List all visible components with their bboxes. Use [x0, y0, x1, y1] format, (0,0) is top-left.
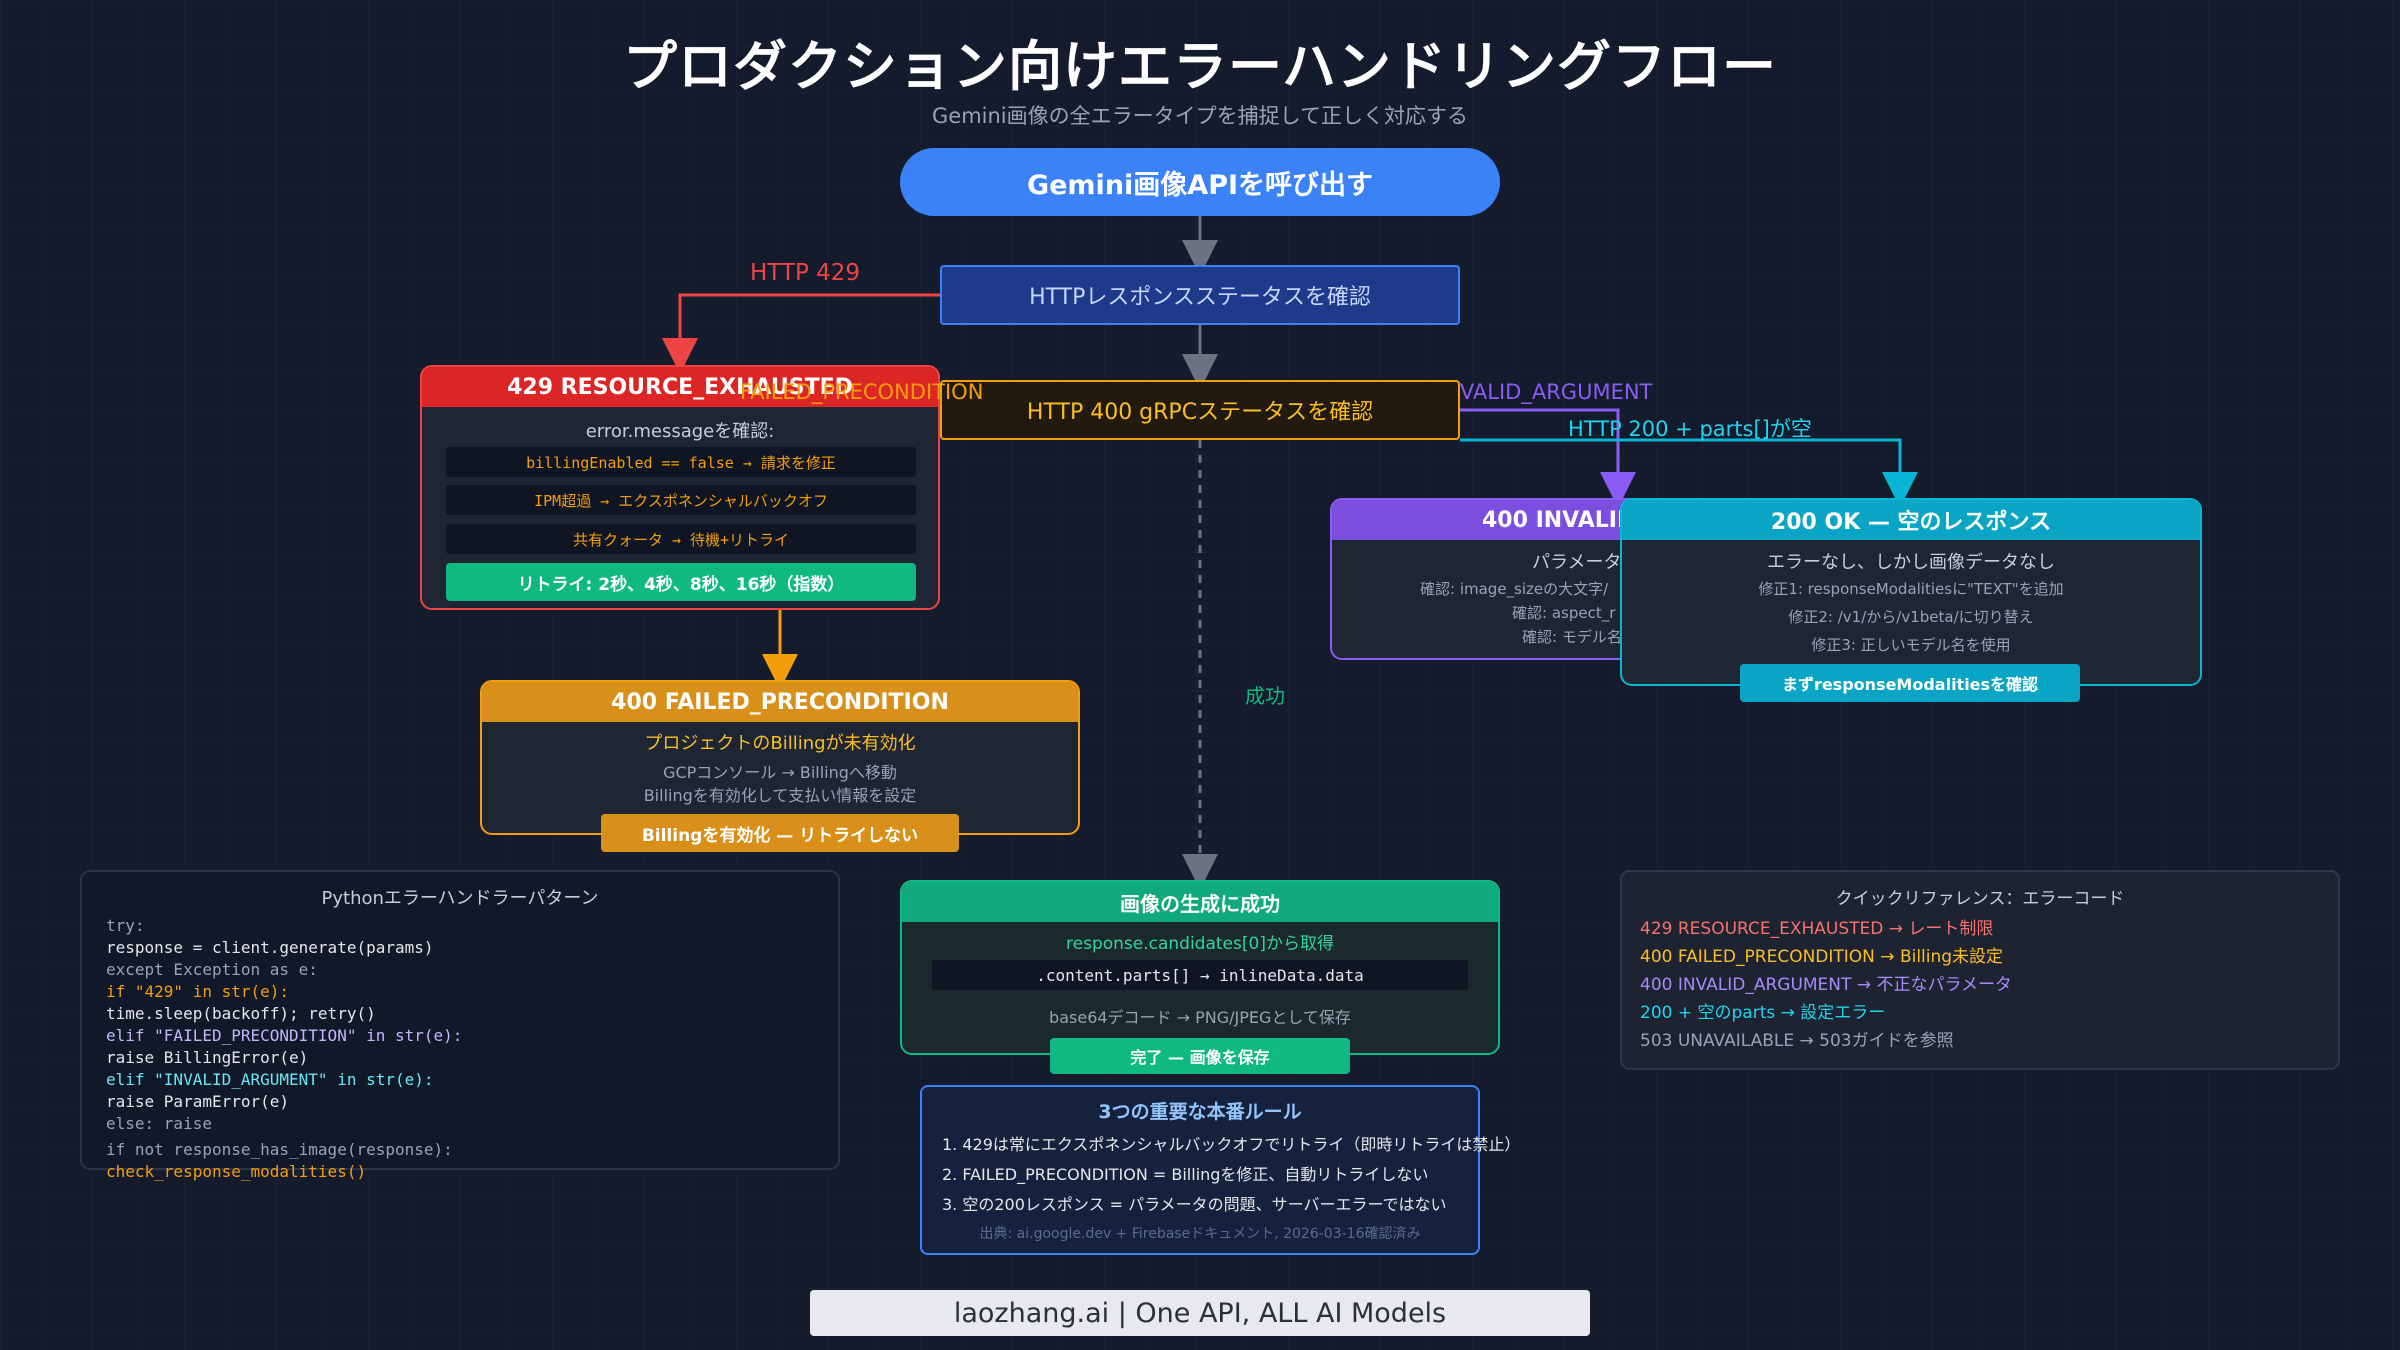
card-fp-title: 400 FAILED_PRECONDITION	[482, 682, 1078, 722]
code-line: else: raise	[106, 1114, 212, 1133]
card-fp-action: Billingを有効化 — リトライしない	[601, 814, 959, 852]
card-200-title: 200 OK — 空のレスポンス	[1622, 500, 2200, 540]
rule-item: 1. 429は常にエクスポネンシャルバックオフでリトライ（即時リトライは禁止）	[942, 1135, 1521, 1154]
page-subtitle: Gemini画像の全エラータイプを捕捉して正しく対応する	[932, 104, 1468, 128]
card-429-resource-exhausted: 429 RESOURCE_EXHAUSTED error.messageを確認:…	[420, 365, 940, 610]
arrow-http-429	[662, 293, 940, 374]
rules-source: 出典: ai.google.dev + Firebaseドキュメント, 2026…	[979, 1226, 1421, 1242]
python-panel-title: Pythonエラーハンドラーパターン	[321, 888, 599, 909]
code-line: elif "FAILED_PRECONDITION" in str(e):	[106, 1026, 463, 1045]
reference-title: クイックリファレンス：エラーコード	[1835, 889, 2125, 909]
label-http-200-empty: HTTP 200 + parts[]が空	[1568, 417, 1812, 441]
arrow-http-200-empty	[1460, 438, 1918, 508]
code-line: raise ParamError(e)	[106, 1092, 290, 1111]
reference-line: 400 FAILED_PRECONDITION → Billing未設定	[1640, 947, 2004, 967]
card-success-code: .content.parts[] → inlineData.data	[932, 960, 1468, 990]
card-fp-line2: GCPコンソール → Billingへ移動	[663, 763, 897, 782]
card-429-row-shared-quota: 共有クォータ → 待機+リトライ	[446, 524, 916, 554]
card-failed-precondition: 400 FAILED_PRECONDITION プロジェクトのBillingが未…	[480, 680, 1080, 835]
card-200-action: まずresponseModalitiesを確認	[1740, 664, 2080, 702]
card-success: 画像の生成に成功 response.candidates[0]から取得 .con…	[900, 880, 1500, 1055]
python-handler-panel: Pythonエラーハンドラーパターン try: response = clien…	[80, 870, 840, 1181]
card-invalid-line3: 確認: aspect_r	[1512, 604, 1616, 622]
code-line: if "429" in str(e):	[106, 982, 290, 1001]
reference-line: 503 UNAVAILABLE → 503ガイドを参照	[1640, 1031, 1954, 1051]
card-success-line2: base64デコード → PNG/JPEGとして保存	[1049, 1008, 1351, 1027]
card-429-retry-action: リトライ: 2秒、4秒、8秒、16秒（指数）	[446, 563, 916, 601]
card-429-intro: error.messageを確認:	[585, 421, 775, 442]
page-title: プロダクション向けエラーハンドリングフロー	[623, 35, 1777, 98]
card-fp-line1: プロジェクトのBillingが未有効化	[644, 733, 916, 754]
footer-banner: laozhang.ai | One API, ALL AI Models	[810, 1290, 1590, 1336]
code-line: response = client.generate(params)	[106, 938, 434, 957]
card-invalid-title: 400 INVALID	[1332, 500, 1648, 540]
card-200-fix2: 修正2: /v1/から/v1beta/に切り替え	[1788, 608, 2034, 626]
label-invalid-argument: INVALID_ARGUMENT	[1438, 380, 1653, 404]
card-200-line1: エラーなし、しかし画像データなし	[1767, 552, 2055, 573]
code-line: time.sleep(backoff); retry()	[106, 1004, 376, 1023]
label-success: 成功	[1245, 684, 1285, 708]
rule-item: 2. FAILED_PRECONDITION = Billingを修正、自動リト…	[942, 1165, 1429, 1184]
rule-item: 3. 空の200レスポンス = パラメータの問題、サーバーエラーではない	[942, 1195, 1447, 1214]
card-200-empty-response: 200 OK — 空のレスポンス エラーなし、しかし画像データなし 修正1: r…	[1620, 498, 2202, 686]
card-invalid-line2: 確認: image_sizeの大文字/	[1420, 580, 1609, 598]
rules-title: 3つの重要な本番ルール	[1098, 1101, 1302, 1123]
reference-line: 429 RESOURCE_EXHAUSTED → レート制限	[1640, 919, 1994, 939]
card-429-row-ipm: IPM超過 → エクスポネンシャルバックオフ	[446, 485, 916, 515]
card-fp-line3: Billingを有効化して支払い情報を設定	[643, 786, 917, 805]
label-failed-precondition: FAILED_PRECONDITION	[740, 380, 984, 404]
code-line: except Exception as e:	[106, 960, 318, 979]
card-invalid-line1: パラメータ	[1532, 552, 1622, 573]
card-429-title: 429 RESOURCE_EXHAUSTED	[422, 367, 938, 407]
code-line: try:	[106, 916, 145, 935]
reference-line: 400 INVALID_ARGUMENT → 不正なパラメータ	[1640, 975, 2012, 995]
card-success-action: 完了 — 画像を保存	[1050, 1038, 1350, 1074]
quick-reference-panel: クイックリファレンス：エラーコード 429 RESOURCE_EXHAUSTED…	[1620, 870, 2340, 1070]
http-status-check-node: HTTPレスポンスステータスを確認	[940, 265, 1460, 325]
code-line: if not response_has_image(response):	[106, 1140, 453, 1159]
card-200-fix3: 修正3: 正しいモデル名を使用	[1811, 636, 2011, 654]
reference-line: 200 + 空のparts → 設定エラー	[1640, 1003, 1886, 1023]
card-success-line1: response.candidates[0]から取得	[1066, 934, 1334, 954]
grpc-status-check-node: HTTP 400 gRPCステータスを確認	[940, 380, 1460, 440]
card-invalid-argument: 400 INVALID パラメータ 確認: image_sizeの大文字/ 確認…	[1330, 498, 1650, 660]
production-rules-panel: 3つの重要な本番ルール 1. 429は常にエクスポネンシャルバックオフでリトライ…	[920, 1085, 1520, 1255]
code-line: check_response_modalities()	[106, 1162, 367, 1181]
label-http-429: HTTP 429	[750, 260, 861, 286]
code-line: elif "INVALID_ARGUMENT" in str(e):	[106, 1070, 434, 1089]
card-200-fix1: 修正1: responseModalitiesに"TEXT"を追加	[1758, 580, 2064, 598]
card-429-row-billing: billingEnabled == false → 請求を修正	[446, 447, 916, 477]
card-invalid-line4: 確認: モデル名	[1522, 628, 1622, 646]
code-line: raise BillingError(e)	[106, 1048, 309, 1067]
arrow-invalid-argument	[1460, 408, 1636, 508]
card-success-title: 画像の生成に成功	[902, 882, 1498, 922]
start-node: Gemini画像APIを呼び出す	[900, 148, 1500, 216]
